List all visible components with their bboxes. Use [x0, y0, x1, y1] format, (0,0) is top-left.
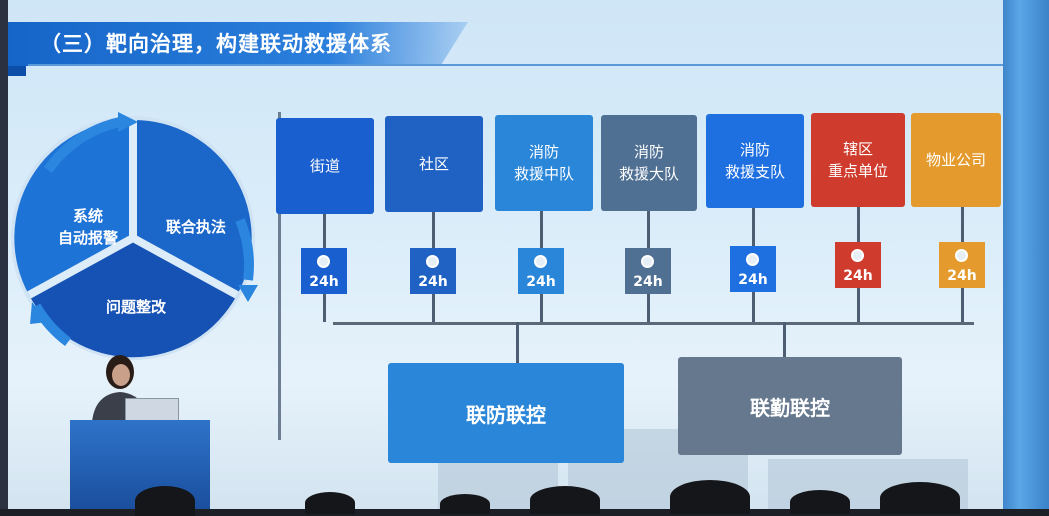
hours-tag-text: 24h	[738, 272, 768, 288]
unit-label: 街道	[309, 157, 340, 175]
unit-label: 消防	[528, 143, 559, 161]
unit-box: 物业公司	[911, 113, 1001, 207]
connector-dot	[426, 255, 439, 268]
unit-box: 社区	[385, 116, 483, 212]
laptop	[125, 398, 179, 424]
audience-head	[880, 482, 960, 514]
cycle-segment-alarm-line2: 自动报警	[57, 229, 118, 247]
unit-connector	[432, 212, 435, 248]
hours-tag: 24h	[301, 248, 347, 294]
unit-label: 社区	[418, 155, 449, 173]
connector-stem	[783, 322, 786, 358]
unit-label: 消防	[739, 141, 770, 159]
hours-tag-text: 24h	[418, 274, 448, 290]
audience-head	[530, 486, 600, 514]
connector-dot	[641, 255, 654, 268]
connector-dot	[317, 255, 330, 268]
unit-connector	[961, 207, 964, 242]
unit-connector	[432, 294, 435, 322]
unit-box: 街道	[276, 118, 374, 214]
governance-cycle-diagram: 系统 自动报警 联合执法 问题整改	[8, 110, 278, 379]
unit-label: 救援中队	[513, 165, 574, 183]
audience-head	[135, 486, 195, 516]
cycle-segment-alarm: 系统 自动报警	[48, 205, 128, 249]
audience-head	[790, 490, 850, 514]
diagram-left-rule	[278, 112, 281, 440]
unit-connector	[540, 211, 543, 248]
audience-head	[305, 492, 355, 514]
unit-connector	[647, 211, 650, 248]
hours-tag-text: 24h	[843, 268, 873, 284]
unit-connector	[857, 207, 860, 242]
unit-label: 物业公司	[925, 151, 986, 169]
unit-box: 消防救援支队	[706, 114, 804, 208]
title-banner	[8, 22, 468, 66]
hours-tag-text: 24h	[947, 268, 977, 284]
unit-box: 消防救援大队	[601, 115, 697, 211]
cycle-segment-rectification: 问题整改	[105, 298, 166, 316]
hours-tag: 24h	[730, 246, 776, 292]
hours-tag: 24h	[939, 242, 985, 288]
joint-service-box: 联勤联控	[678, 357, 902, 455]
unit-connector	[323, 294, 326, 322]
unit-label: 救援大队	[618, 165, 679, 183]
cycle-segment-alarm-line1: 系统	[72, 207, 103, 225]
hours-tag-text: 24h	[309, 274, 339, 290]
hours-tag: 24h	[625, 248, 671, 294]
unit-label: 重点单位	[827, 162, 888, 180]
unit-connector	[752, 208, 755, 246]
connector-dot	[746, 253, 759, 266]
connector-stem	[516, 322, 519, 364]
unit-connector	[961, 288, 964, 322]
unit-box: 辖区重点单位	[811, 113, 905, 207]
hours-tag: 24h	[835, 242, 881, 288]
unit-connector	[647, 294, 650, 322]
room-wall-right	[1000, 0, 1049, 509]
joint-defense-box: 联防联控	[388, 363, 624, 463]
unit-connector	[752, 292, 755, 322]
unit-label: 救援支队	[724, 163, 785, 181]
connector-dot	[534, 255, 547, 268]
hours-tag-text: 24h	[633, 274, 663, 290]
hours-tag: 24h	[518, 248, 564, 294]
hours-tag: 24h	[410, 248, 456, 294]
unit-connector	[857, 288, 860, 322]
unit-box: 消防救援中队	[495, 115, 593, 211]
connector-dot	[955, 249, 968, 262]
unit-connector	[540, 294, 543, 322]
audience-head	[440, 494, 490, 514]
unit-connector	[323, 214, 326, 248]
cycle-segment-enforcement: 联合执法	[165, 218, 226, 236]
connector-bus	[333, 322, 974, 325]
slide-title: （三）靶向治理，构建联动救援体系	[40, 32, 392, 56]
unit-label: 消防	[633, 143, 664, 161]
projection-screen: （三）靶向治理，构建联动救援体系 系统 自动报警 联合执法 问题整改 街道 24h…	[8, 0, 1003, 509]
title-divider	[28, 64, 1003, 66]
audience-head	[670, 480, 750, 514]
connector-dot	[851, 249, 864, 262]
unit-label: 辖区	[842, 140, 873, 158]
title-banner-accent	[8, 66, 26, 76]
hours-tag-text: 24h	[526, 274, 556, 290]
